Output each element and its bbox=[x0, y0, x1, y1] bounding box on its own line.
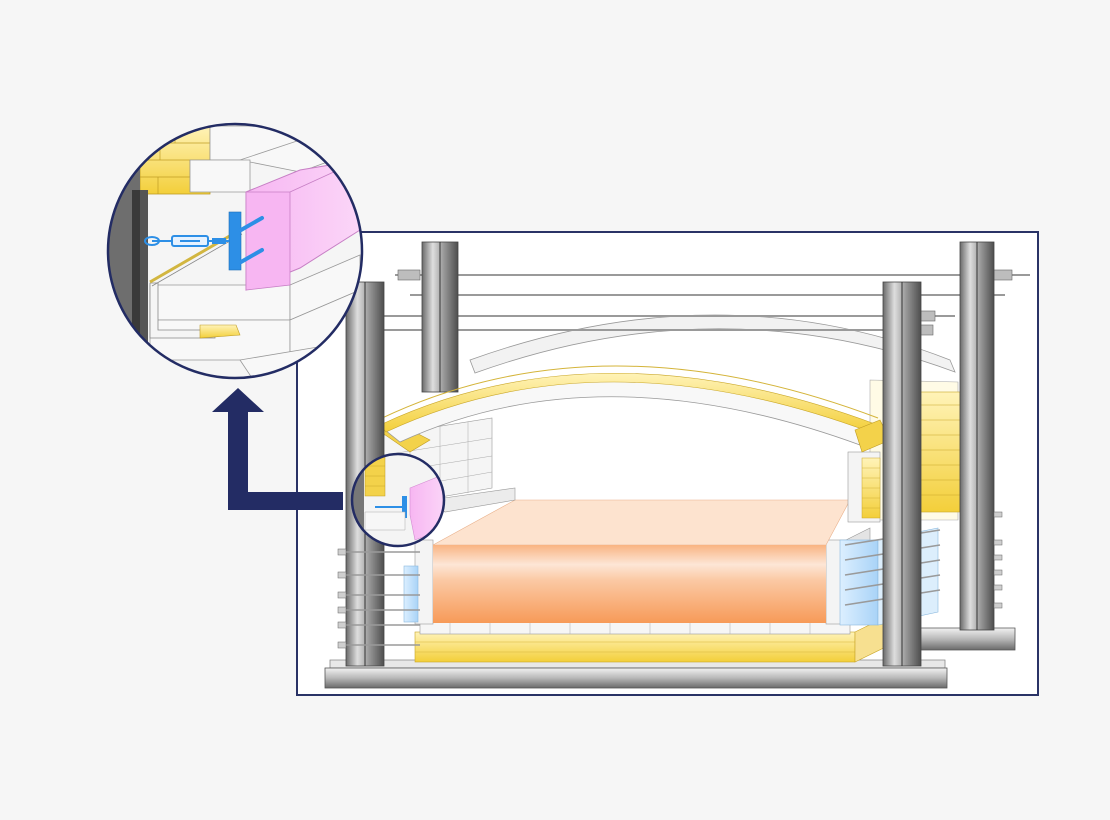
right-back-insulation bbox=[914, 391, 961, 513]
right-superstructure bbox=[847, 419, 891, 523]
l-arrow-up bbox=[212, 388, 343, 510]
detail-anchor-assembly bbox=[144, 211, 264, 271]
bottom-insulation bbox=[414, 609, 901, 663]
front-buckstay-right bbox=[882, 281, 922, 667]
magnified-detail bbox=[106, 122, 364, 380]
left-side-ties bbox=[340, 551, 420, 646]
molten-glass bbox=[432, 499, 851, 623]
back-buckstay-right bbox=[959, 241, 995, 631]
back-buckstay-left bbox=[421, 241, 459, 393]
tank-bottom bbox=[419, 621, 851, 635]
left-bolts bbox=[337, 548, 347, 649]
right-bolts bbox=[993, 511, 1003, 609]
detail-steel-plate bbox=[108, 124, 148, 378]
detail-focus-circle bbox=[350, 452, 446, 548]
